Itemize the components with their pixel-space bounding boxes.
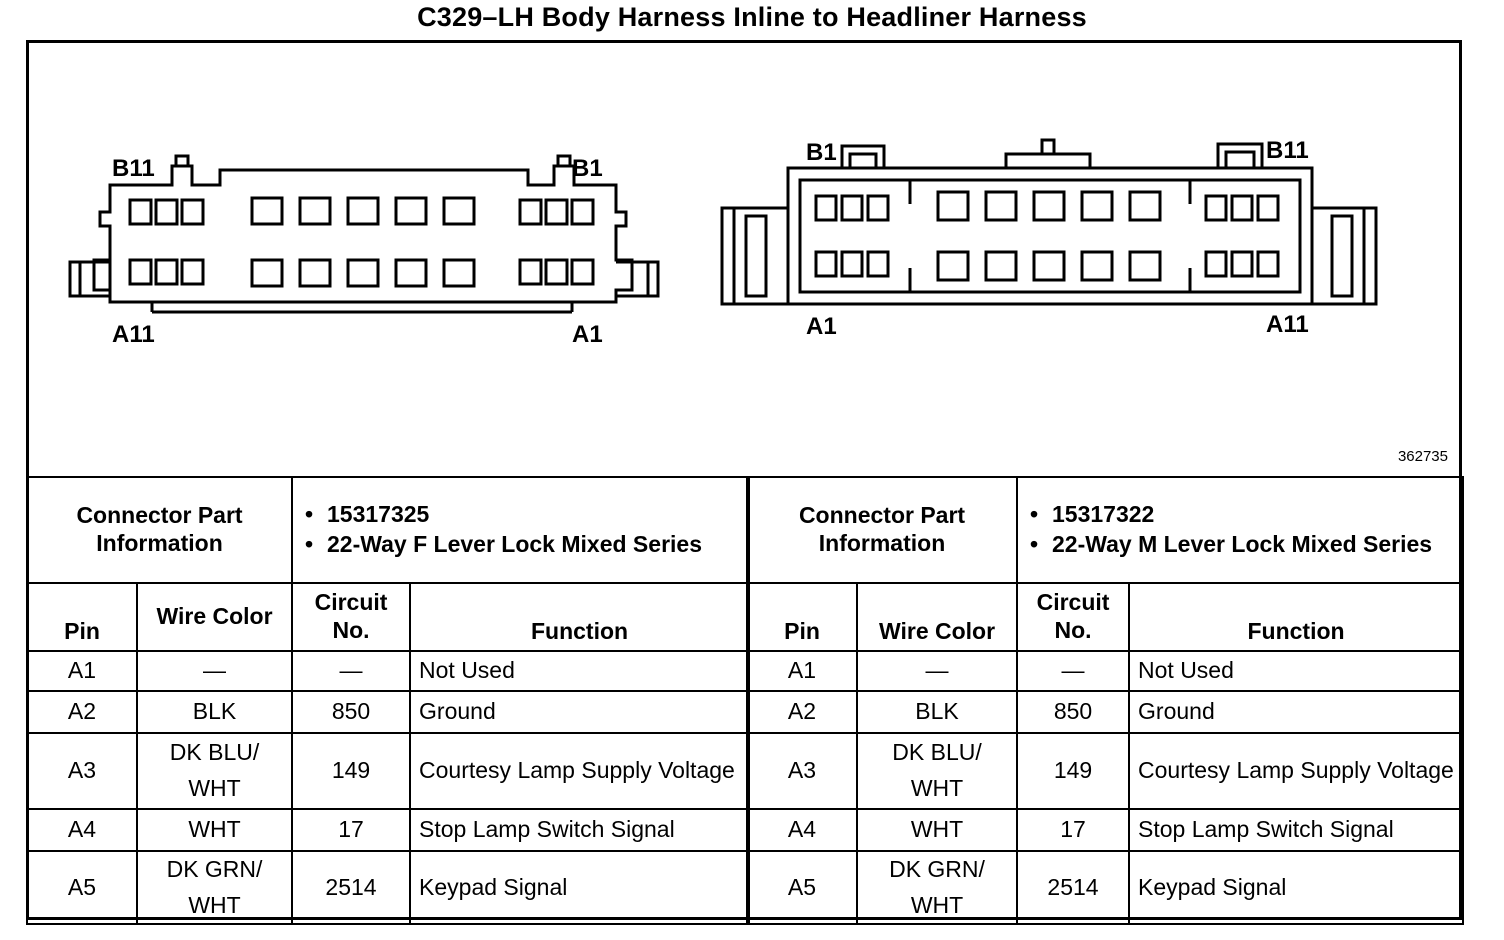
pin-cell: A5 xyxy=(746,849,858,926)
part-number: 15317322 xyxy=(1026,501,1454,529)
function-cell: Stop Lamp Switch Signal xyxy=(1128,808,1465,852)
table-row: A2 BLK 850 Ground xyxy=(26,690,751,734)
pin-cell: A2 xyxy=(746,690,858,734)
table-row: A5 DK GRN/ WHT 2514 Keypad Signal xyxy=(26,849,751,926)
function-cell: Courtesy Lamp Supply Voltage xyxy=(1128,732,1465,810)
table-row: A5 DK GRN/ WHT 2514 Keypad Signal xyxy=(746,849,1465,926)
function-cell: Courtesy Lamp Supply Voltage xyxy=(409,732,751,810)
function-cell: Ground xyxy=(1128,690,1465,734)
pin-cell: A2 xyxy=(26,690,138,734)
pin-cell: A5 xyxy=(26,849,138,926)
table-row: A1 — — Not Used xyxy=(746,650,1465,692)
wire-color-cell: BLK xyxy=(855,690,1019,734)
connector-info-label: Connector Part Information xyxy=(745,476,1019,584)
table-row: A1 — — Not Used xyxy=(26,650,751,692)
pin-cell: A4 xyxy=(746,808,858,852)
table-row: A3 DK BLU/ WHT 149 Courtesy Lamp Supply … xyxy=(26,732,751,810)
pin-header: Pin xyxy=(26,582,138,652)
wire-color-cell: BLK xyxy=(135,690,294,734)
connector-info-cell: 15317325 22-Way F Lever Lock Mixed Serie… xyxy=(291,476,751,584)
wire-color-header: Wire Color xyxy=(855,582,1019,652)
wire-color-cell: — xyxy=(135,650,294,692)
wire-color-header: Wire Color xyxy=(135,582,294,652)
table-row: A3 DK BLU/ WHT 149 Courtesy Lamp Supply … xyxy=(746,732,1465,810)
wire-color-cell: WHT xyxy=(855,808,1019,852)
pin-header: Pin xyxy=(746,582,858,652)
table-row: A4 WHT 17 Stop Lamp Switch Signal xyxy=(26,808,751,852)
pin-label-a11-left: A11 xyxy=(112,321,155,348)
connector-description: 22-Way F Lever Lock Mixed Series xyxy=(301,531,740,559)
circuit-header: Circuit No. xyxy=(291,582,412,652)
pin-label-a11-right: A11 xyxy=(1266,311,1309,338)
connector-info-label: Connector Part Information xyxy=(25,476,294,584)
table-row: A4 WHT 17 Stop Lamp Switch Signal xyxy=(746,808,1465,852)
pin-cell: A1 xyxy=(746,650,858,692)
circuit-cell: — xyxy=(1016,650,1131,692)
circuit-cell: 850 xyxy=(291,690,412,734)
page-title: C329–LH Body Harness Inline to Headliner… xyxy=(417,2,1087,32)
circuit-cell: 2514 xyxy=(1016,849,1131,926)
function-header: Function xyxy=(409,582,751,652)
pin-label-b1-left: B1 xyxy=(572,155,603,182)
circuit-cell: 2514 xyxy=(291,849,412,926)
circuit-header: Circuit No. xyxy=(1016,582,1131,652)
connector-info-cell: 15317322 22-Way M Lever Lock Mixed Serie… xyxy=(1016,476,1465,584)
pin-label-b1-right: B1 xyxy=(806,139,837,166)
figure-reference-number: 362735 xyxy=(1397,448,1448,465)
connector-table-left: Connector Part Information 15317325 22-W… xyxy=(25,476,751,926)
function-cell: Keypad Signal xyxy=(1128,849,1465,926)
pin-cell: A3 xyxy=(26,732,138,810)
pin-cell: A4 xyxy=(26,808,138,852)
circuit-cell: 850 xyxy=(1016,690,1131,734)
function-cell: Keypad Signal xyxy=(409,849,751,926)
wire-color-cell: DK GRN/ WHT xyxy=(135,849,294,926)
connector-description: 22-Way M Lever Lock Mixed Series xyxy=(1026,531,1454,559)
connector-table-right: Connector Part Information 15317322 22-W… xyxy=(745,476,1465,926)
wire-color-cell: DK BLU/ WHT xyxy=(135,732,294,810)
wire-color-cell: DK GRN/ WHT xyxy=(855,849,1019,926)
wire-color-cell: WHT xyxy=(135,808,294,852)
pin-label-b11-right: B11 xyxy=(1266,137,1309,164)
wire-color-cell: — xyxy=(855,650,1019,692)
function-cell: Not Used xyxy=(409,650,751,692)
circuit-cell: — xyxy=(291,650,412,692)
connector-drawing: B11 B1 A11 A1 B1 B11 A1 A11 xyxy=(68,137,1378,348)
circuit-cell: 17 xyxy=(1016,808,1131,852)
function-header: Function xyxy=(1128,582,1465,652)
part-number: 15317325 xyxy=(301,501,740,529)
circuit-cell: 17 xyxy=(291,808,412,852)
pin-label-a1-left: A1 xyxy=(572,321,603,348)
circuit-cell: 149 xyxy=(291,732,412,810)
pin-cell: A1 xyxy=(26,650,138,692)
pin-cell: A3 xyxy=(746,732,858,810)
connector-info-list: 15317325 22-Way F Lever Lock Mixed Serie… xyxy=(301,501,740,558)
connector-diagram: B11 B1 A11 A1 B1 B11 A1 A11 362735 xyxy=(26,40,1462,478)
pin-label-a1-right: A1 xyxy=(806,313,837,340)
function-cell: Stop Lamp Switch Signal xyxy=(409,808,751,852)
connector-info-list: 15317322 22-Way M Lever Lock Mixed Serie… xyxy=(1026,501,1454,558)
function-cell: Ground xyxy=(409,690,751,734)
wire-color-cell: DK BLU/ WHT xyxy=(855,732,1019,810)
function-cell: Not Used xyxy=(1128,650,1465,692)
circuit-cell: 149 xyxy=(1016,732,1131,810)
table-row: A2 BLK 850 Ground xyxy=(746,690,1465,734)
pin-label-b11-left: B11 xyxy=(112,155,155,182)
